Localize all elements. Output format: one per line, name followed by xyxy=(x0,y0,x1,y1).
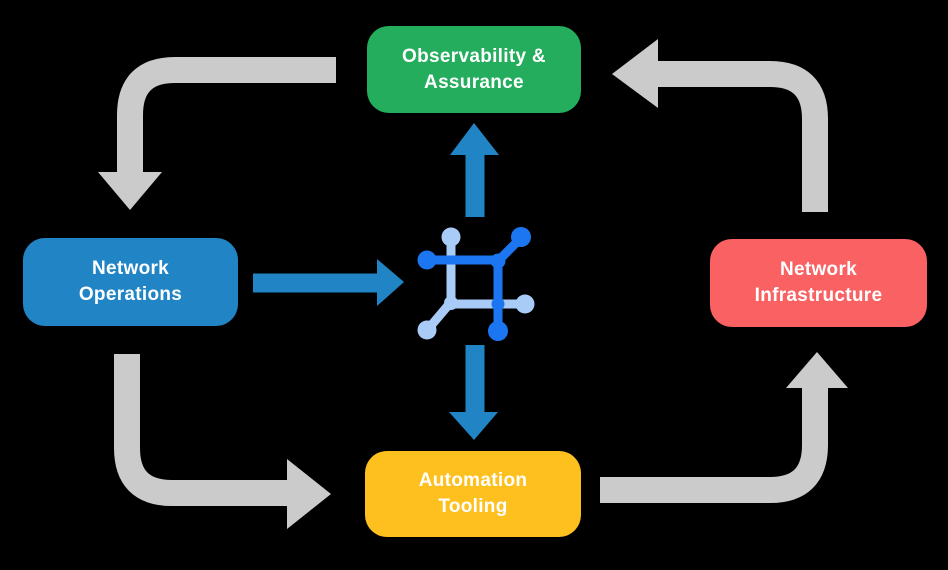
arrow-infrastructure-to-observability xyxy=(612,39,828,212)
arrow-operations-to-automation xyxy=(114,354,331,529)
arrow-center-to-automation xyxy=(449,345,498,440)
node-network-infrastructure-label: Network Infrastructure xyxy=(754,259,883,306)
node-network-operations: Network Operations xyxy=(23,238,238,326)
node-observability-label: Observability & Assurance xyxy=(402,45,546,93)
node-network-operations-label: Network Operations xyxy=(78,258,183,305)
arrow-automation-to-infrastructure xyxy=(600,352,848,503)
arrow-operations-to-center xyxy=(253,259,404,306)
node-observability: Observability & Assurance xyxy=(367,26,581,113)
arrow-center-to-observability xyxy=(450,123,499,217)
network-mesh-icon xyxy=(417,227,535,341)
node-network-infrastructure: Network Infrastructure xyxy=(710,239,927,327)
node-automation-tooling: Automation Tooling xyxy=(365,451,581,537)
arrow-observability-to-operations xyxy=(98,57,336,210)
node-automation-tooling-label: Automation Tooling xyxy=(418,470,528,517)
